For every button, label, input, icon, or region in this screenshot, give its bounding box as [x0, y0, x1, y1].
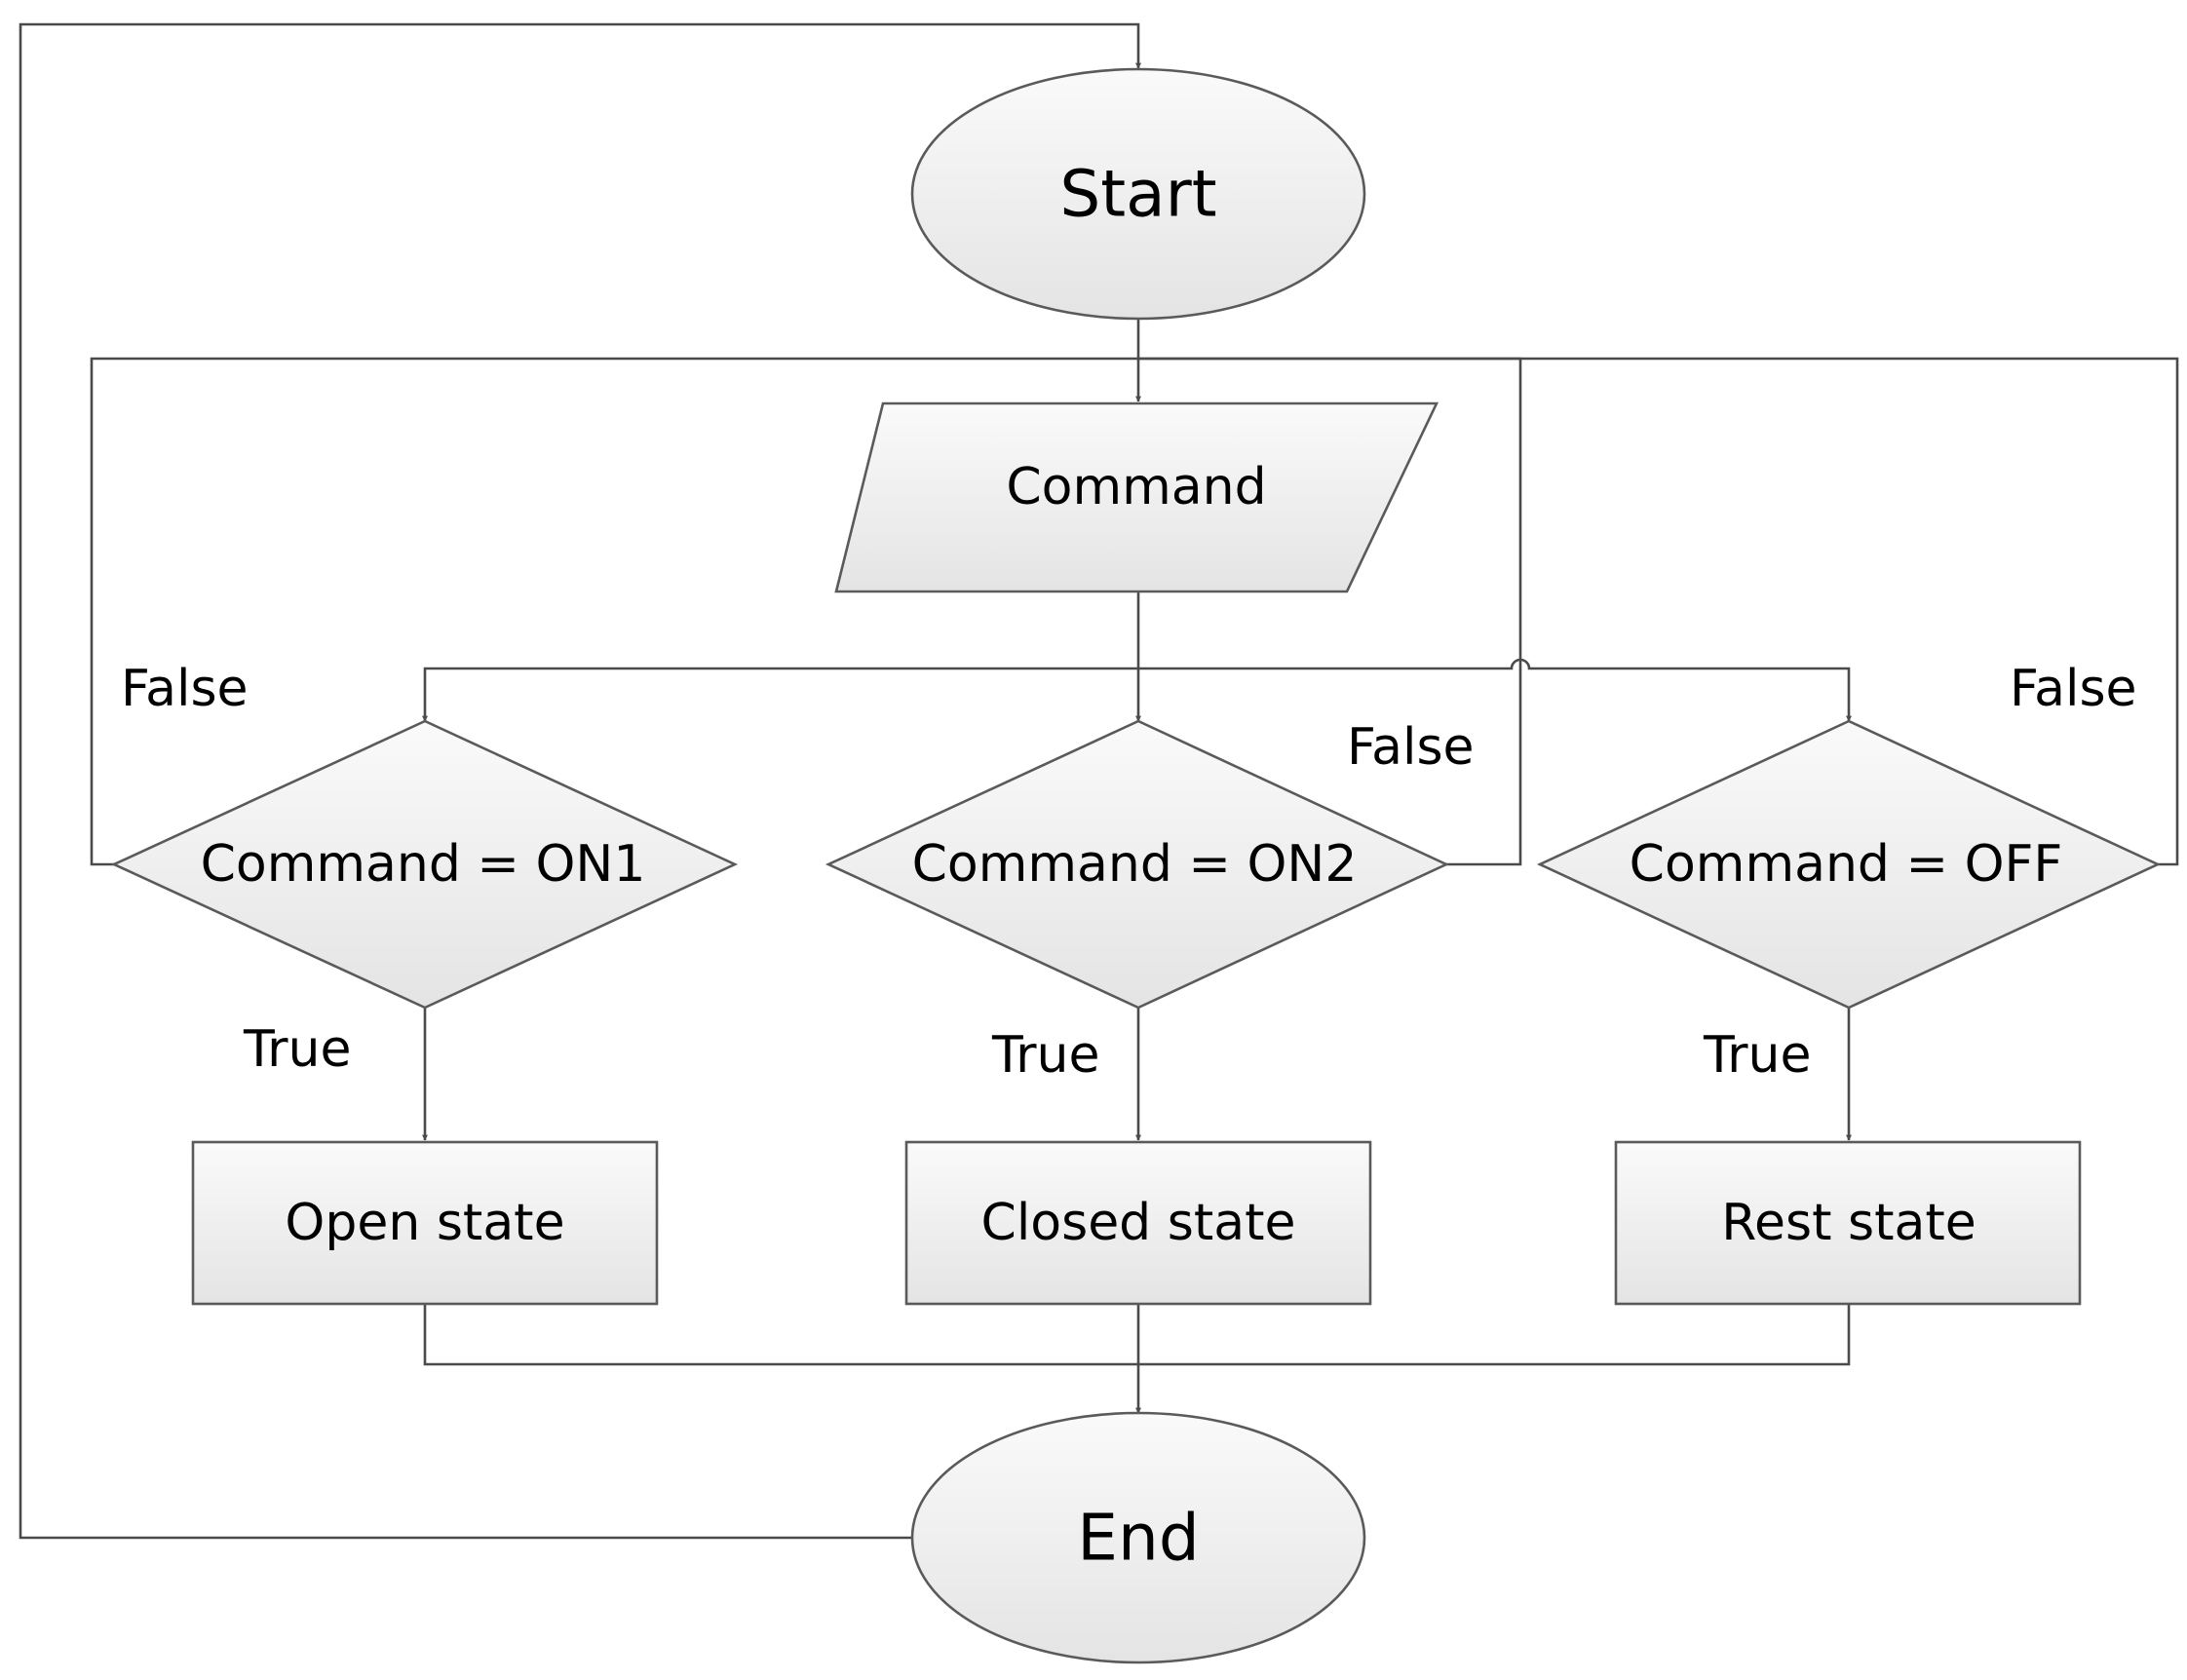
decision-off-label: Command = OFF — [1630, 835, 2063, 894]
on1-true-label: True — [243, 1020, 351, 1079]
command-label: Command — [1006, 458, 1266, 516]
edge-off-false — [1138, 357, 2179, 866]
decision-off: Command = OFF — [1536, 719, 2162, 1010]
closed-state-node: Closed state — [904, 1140, 1372, 1306]
start-node: Start — [910, 67, 1366, 321]
decision-on1: Command = ON1 — [110, 719, 739, 1010]
edge-on1-false — [90, 357, 1138, 866]
loop-end-to-start — [19, 22, 1141, 1540]
rest-state-label: Rest state — [1721, 1194, 1976, 1252]
end-node: End — [910, 1411, 1366, 1664]
edge-command-to-off — [1138, 658, 1852, 722]
decision-on1-label: Command = ON1 — [201, 835, 646, 894]
on2-false-label: False — [1347, 718, 1475, 777]
edge-rest-to-end — [1138, 1305, 1851, 1366]
connectors — [19, 22, 2179, 1540]
decision-on2: Command = ON2 — [825, 719, 1450, 1010]
start-label: Start — [1059, 157, 1216, 232]
on2-true-label: True — [991, 1026, 1099, 1085]
open-state-label: Open state — [285, 1194, 564, 1252]
open-state-node: Open state — [191, 1140, 659, 1306]
closed-state-label: Closed state — [981, 1194, 1296, 1252]
off-false-label: False — [2010, 660, 2137, 718]
on1-false-label: False — [121, 660, 249, 718]
off-true-label: True — [1703, 1026, 1811, 1085]
edge-open-to-end — [423, 1305, 1138, 1366]
edge-command-to-on1 — [422, 667, 1138, 722]
edge-labels: False False False True True True — [121, 660, 2137, 1085]
command-input-node: Command — [834, 401, 1439, 593]
rest-state-node: Rest state — [1614, 1140, 2082, 1306]
decision-on2-label: Command = ON2 — [912, 835, 1358, 894]
end-label: End — [1077, 1501, 1199, 1576]
